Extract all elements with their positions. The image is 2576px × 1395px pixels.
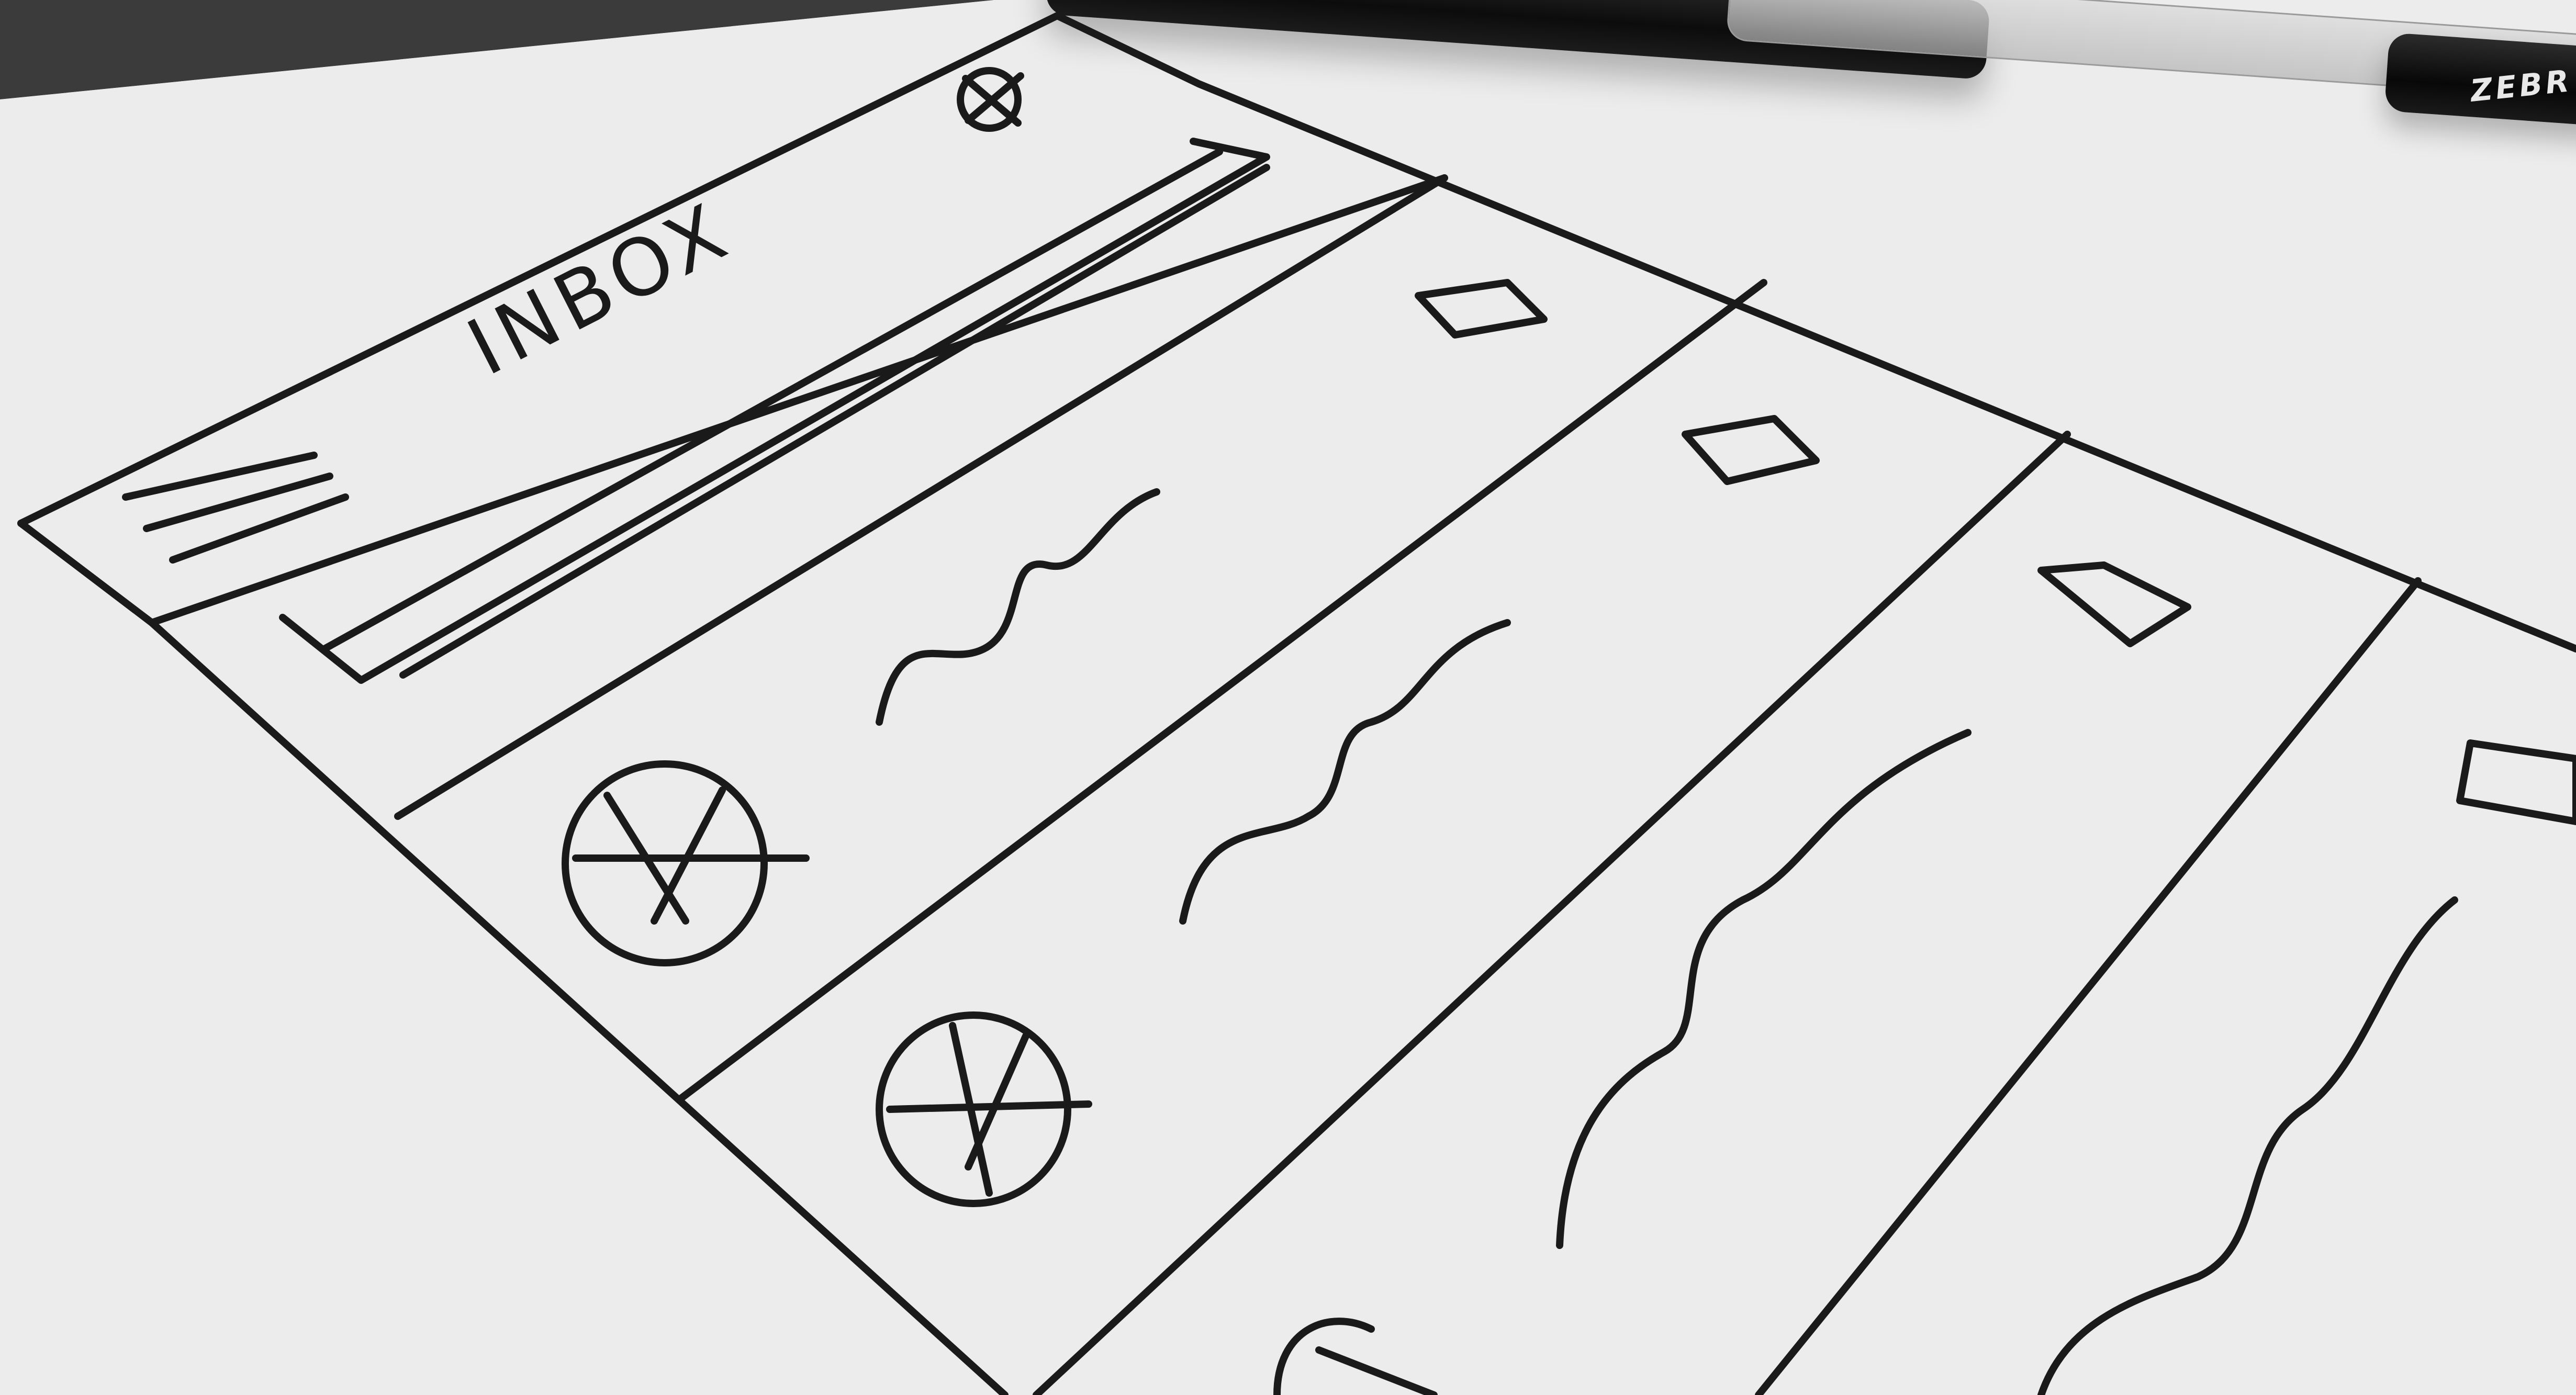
image-placeholder-icon [1277,1321,1434,1395]
list-dividers [398,178,2418,1395]
hamburger-menu-icon[interactable] [126,455,345,560]
checkbox-icon[interactable] [2460,743,2576,822]
squiggle-text-placeholder [879,492,1157,722]
checkbox-icon[interactable] [1418,283,1544,335]
list-item[interactable] [2041,743,2576,1395]
squiggle-text-placeholder [1560,733,1968,1245]
image-placeholder-icon [879,1015,1089,1203]
header-divider [152,178,1444,623]
profile-placeholder-icon[interactable] [960,71,1021,128]
squiggle-text-placeholder [1183,623,1507,921]
checkbox-icon[interactable] [2041,565,2188,644]
list-item[interactable] [879,419,1816,1203]
phone-frame [21,16,2576,1395]
checkbox-icon[interactable] [1685,419,1816,481]
image-placeholder-icon [565,764,806,963]
